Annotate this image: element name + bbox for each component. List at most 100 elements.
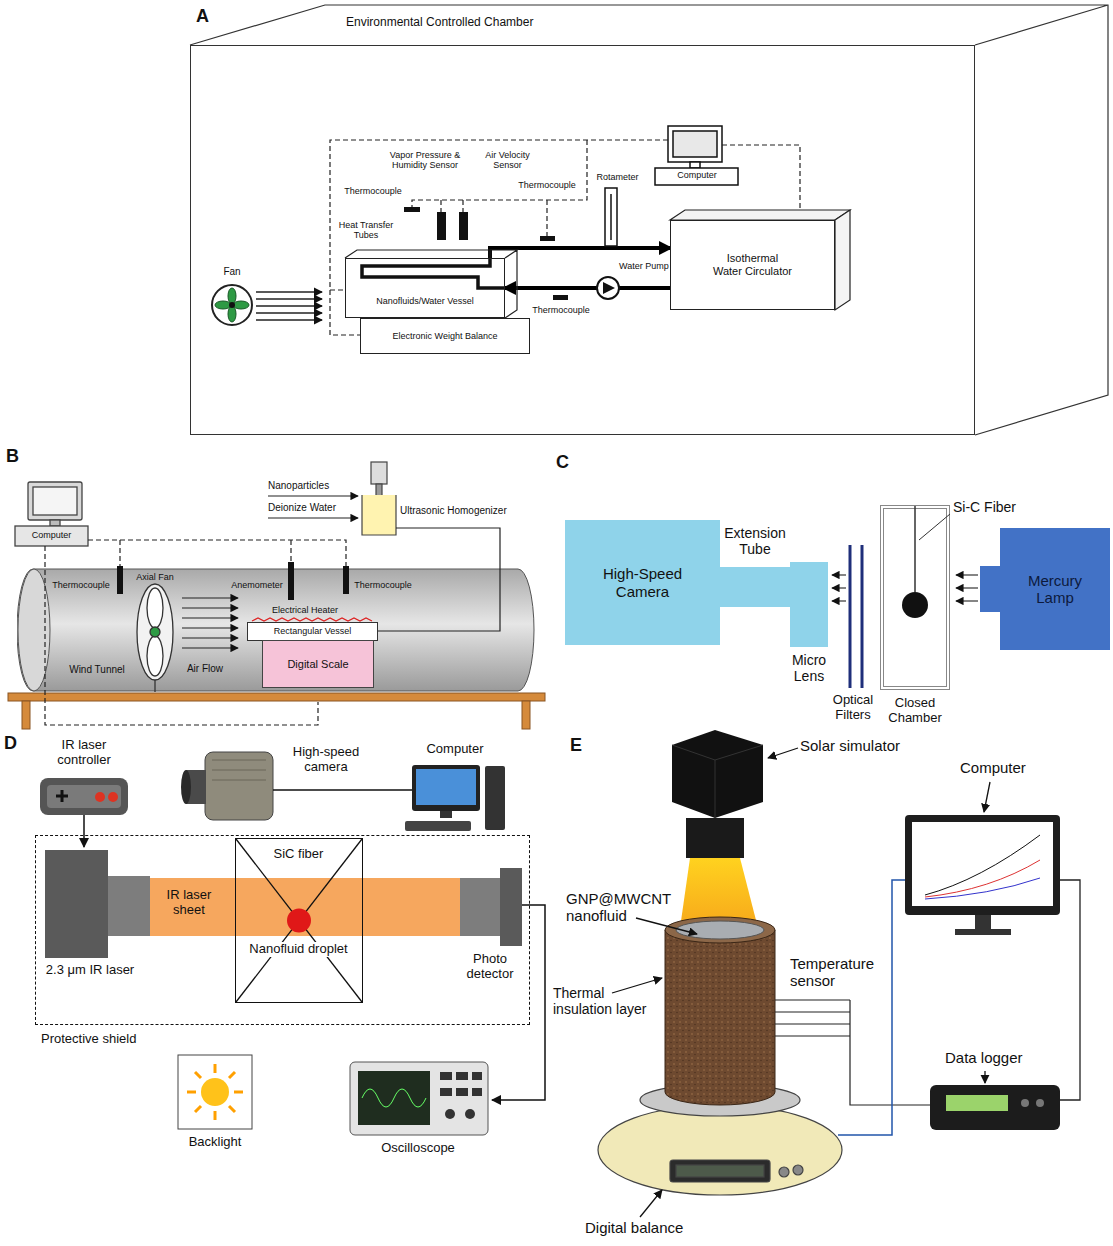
data-logger [1036,1099,1044,1107]
signal-wire [722,145,800,211]
circulator-outline [670,210,850,220]
water-pump [597,277,619,299]
computer-icon [690,162,700,168]
label-holder: Data logger [945,1049,1055,1066]
optical-filter [861,545,864,688]
label-holder: Computer [960,759,1060,776]
light-arrow [832,600,846,601]
text-holder: Environmental Controlled Chamber [346,16,586,30]
air-flow-arrow [182,617,238,618]
label-holder: Nanoparticles [268,480,358,492]
scope-button [456,1088,468,1096]
signal-wire [330,140,668,335]
sic-fiber [236,839,362,1002]
sun-ray [195,1106,201,1112]
leader-arrow [984,1071,985,1083]
fan-icon [212,285,252,325]
rotameter [605,188,617,246]
part-label: Rotameter [595,172,640,182]
feed-arrow [268,496,358,518]
part-label: Temperature sensor [790,955,890,990]
node-text: Wind Tunnel [57,664,137,676]
panel-letter-holder: D [4,733,28,754]
solar-simulator [672,730,763,858]
part-label: Thermocouple [352,580,414,590]
computer-monitor [925,860,1040,897]
label-holder: Vapor Pressure & Humidity Sensor [375,150,475,171]
fan-blade [215,288,249,322]
label-holder: Oscilloscope [368,1141,468,1156]
digital-balance [598,1105,842,1195]
ir-laser-controller [95,792,105,802]
node-text: Nanofluid droplet [241,942,356,957]
vessel-box: Nanofluids/Water Vessel [345,258,505,318]
sun-ray [214,1111,217,1120]
panel-letter: B [6,446,30,467]
node-text: SiC fiber [236,847,361,862]
part-label: Optical Filters [825,693,881,723]
part-label: Computer [415,742,495,757]
air-flow-arrow [256,291,322,292]
light-arrow [832,587,846,588]
part-label: Heat Transfer Tubes [335,220,397,241]
label-holder: Temperature sensor [790,955,890,990]
sensor [459,212,468,240]
node-text: Protective shield [41,1032,181,1047]
data-logger [930,1085,1060,1130]
mercury-lamp: Mercury Lamp [1000,528,1110,650]
panel-letter-holder: B [6,446,30,467]
feed-arrow [268,517,358,518]
feed-line [378,528,500,631]
air-flow-arrow [182,598,238,648]
axial-fan [147,588,163,628]
solar-simulator [672,745,763,818]
ir-laser-controller [40,778,128,815]
axial-fan [150,627,160,637]
photo-detector [460,878,500,936]
scope-button [472,1072,482,1080]
text-holder: IR laser sheet [153,888,225,918]
label-holder: Digital balance [585,1219,715,1236]
label-holder: GNP@MWCNT nanofluid [566,890,678,925]
part-label: Thermal insulation layer [553,985,663,1017]
label-holder: Photo detector [455,952,525,982]
panel-letter-holder: E [570,735,594,756]
sic-fiber [236,839,362,1002]
water-pump [603,282,615,294]
label-holder: Solar simulator [800,737,930,754]
light-arrow [956,587,978,588]
sensor-wire [775,1000,930,1105]
digital-balance [793,1165,803,1175]
part-label: Backlight [175,1135,255,1150]
label-holder: Water Pump [619,261,671,271]
sensor [404,207,568,300]
vessel-outline [345,250,517,318]
part-label: Data logger [945,1049,1055,1066]
part-label: Thermocouple [50,580,112,590]
label-holder: Thermocouple [342,186,404,196]
label-holder: Air Flow [180,663,230,675]
light-arrow [956,574,978,575]
label-holder: Ultrasonic Homogenizer [400,505,540,517]
node-text: Si-C Fiber [953,499,1025,515]
label-holder: Optical Filters [825,693,881,723]
leader-arrow [984,782,990,812]
part-label: Thermocouple [516,180,578,190]
air-flow-arrow [256,305,322,306]
computer-monitor [925,835,1040,895]
text-holder: Wind Tunnel [57,664,137,676]
sun-ray [229,1072,235,1078]
text-holder: Nanofluids/Water Vessel [346,296,504,306]
data-logger [1021,1099,1029,1107]
axial-fan [147,636,163,676]
label-holder: Thermocouple [50,580,112,590]
air-flow-arrow [256,312,322,313]
table [8,693,545,701]
high-speed-camera [205,752,273,820]
chamber-outline [190,5,1108,435]
label-holder: Thermocouple [352,580,414,590]
part-label: Thermocouple [342,186,404,196]
data-logger [930,1085,1060,1130]
ultrasonic-homogenizer [362,495,396,535]
sensor-wire [775,1000,930,1105]
